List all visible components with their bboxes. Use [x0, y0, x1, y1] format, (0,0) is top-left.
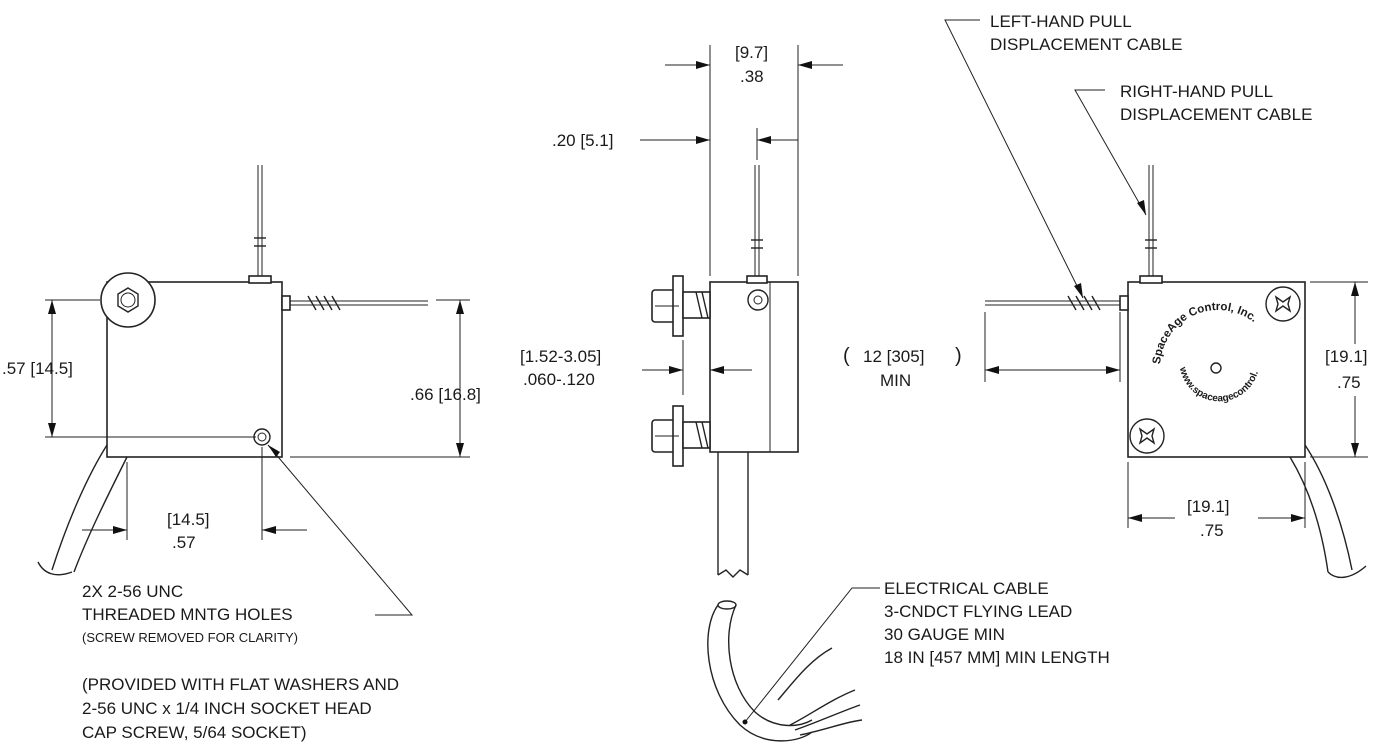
holes-line1: 2X 2-56 UNC — [82, 582, 183, 601]
middle-pulley-screw — [747, 289, 769, 311]
middle-dim-top-mm: [9.7] — [735, 43, 768, 62]
right-pull-line1: RIGHT-HAND PULL — [1120, 82, 1273, 101]
min-length: 12 [305] — [863, 347, 924, 366]
cable-end-detail — [707, 600, 863, 742]
left-electrical-cable — [37, 444, 128, 576]
cable-line4: 18 IN [457 MM] MIN LENGTH — [884, 648, 1110, 667]
right-dim-height-mm: [19.1] — [1325, 347, 1368, 366]
right-dim-height-in: .75 — [1337, 373, 1361, 392]
cable-line1: ELECTRICAL CABLE — [884, 579, 1049, 598]
min-label: MIN — [880, 371, 911, 390]
provided-line2: 2-56 UNC x 1/4 INCH SOCKET HEAD — [82, 699, 372, 718]
left-pulley-boss — [100, 272, 156, 328]
left-pull-line1: LEFT-HAND PULL — [990, 12, 1132, 31]
provided-line1: (PROVIDED WITH FLAT WASHERS AND — [82, 675, 399, 694]
right-side-cable — [985, 295, 1129, 311]
middle-top-cable — [751, 165, 763, 276]
middle-dim-top-in: .38 — [740, 67, 764, 86]
middle-mounting-screw-top — [651, 275, 711, 337]
left-side-cable — [281, 295, 428, 311]
min-paren-open: ( — [843, 345, 850, 367]
right-dim-width-mm: [19.1] — [1187, 497, 1230, 516]
right-dim-width-in: .75 — [1200, 521, 1224, 540]
left-pull-line2: DISPLACEMENT CABLE — [990, 35, 1182, 54]
middle-dim-range-mm: [1.52-3.05] — [520, 347, 601, 366]
left-view: .57 [14.5] .66 [16.8] [14.5] .57 2X 2-56… — [2, 165, 481, 742]
middle-view: [9.7] .38 .20 [5.1] [1.52-3.05] .060-.12… — [520, 43, 1110, 742]
min-paren-close: ) — [955, 345, 962, 367]
left-dim-width-in: .57 — [172, 533, 196, 552]
middle-sensor-body — [709, 281, 799, 453]
left-hex-socket — [117, 287, 139, 313]
provided-line3: CAP SCREW, 5/64 SOCKET) — [82, 723, 307, 742]
left-dim-total-height: .66 [16.8] — [410, 385, 481, 404]
left-top-cable — [254, 165, 266, 276]
right-screw-bottom — [1129, 418, 1165, 454]
holes-line2: THREADED MNTG HOLES — [82, 605, 293, 624]
middle-dim-offset: .20 [5.1] — [552, 131, 613, 150]
middle-dim-range-in: .060-.120 — [523, 370, 595, 389]
cable-line2: 3-CNDCT FLYING LEAD — [884, 602, 1072, 621]
right-center-pivot — [1210, 362, 1222, 374]
left-dim-width-mm: [14.5] — [167, 510, 210, 529]
cable-line3: 30 GAUGE MIN — [884, 625, 1005, 644]
right-top-cable — [1145, 165, 1157, 276]
right-electrical-cable — [1289, 444, 1367, 579]
holes-note: (SCREW REMOVED FOR CLARITY) — [82, 630, 298, 645]
right-screw-top — [1265, 286, 1301, 322]
left-dim-height: .57 [14.5] — [2, 359, 73, 378]
middle-mounting-screw-bottom — [651, 405, 711, 467]
right-pull-line2: DISPLACEMENT CABLE — [1120, 105, 1312, 124]
middle-electrical-cable — [717, 452, 749, 578]
